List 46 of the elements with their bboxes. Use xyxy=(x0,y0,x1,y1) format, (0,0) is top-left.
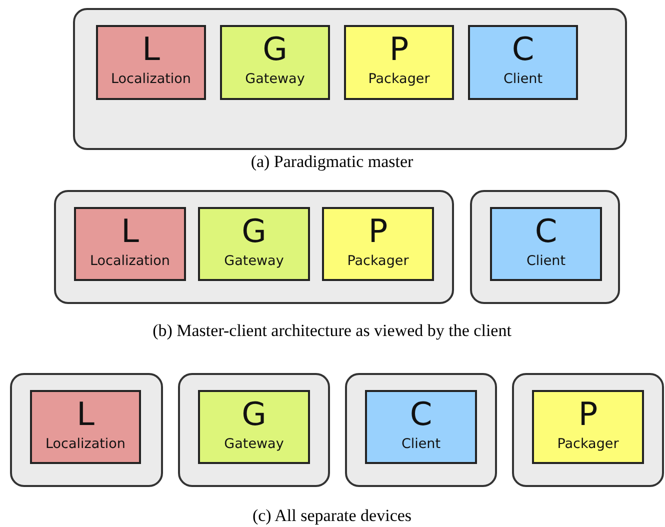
module-letter: G xyxy=(242,396,266,432)
module-box xyxy=(365,390,477,464)
module-name: Client xyxy=(526,253,566,269)
device-panel xyxy=(73,8,627,150)
module-box xyxy=(198,207,310,281)
module-letter: G xyxy=(242,213,266,249)
module-name: Gateway xyxy=(224,253,284,269)
module-letter: L xyxy=(76,396,94,432)
module-box xyxy=(322,207,434,281)
module-letter: P xyxy=(368,213,388,249)
figure-caption: (b) Master-client architecture as viewed by the client xyxy=(152,321,512,341)
module-box xyxy=(30,390,141,464)
module-name: Localization xyxy=(90,253,170,269)
module-box xyxy=(220,25,330,100)
device-panel xyxy=(54,190,454,304)
module-letter: C xyxy=(534,213,558,249)
figure-caption: (a) Paradigmatic master xyxy=(250,152,414,172)
module-name: Packager xyxy=(347,253,409,269)
module-name: Gateway xyxy=(245,71,305,87)
device-panel xyxy=(470,190,620,304)
module-box xyxy=(344,25,454,100)
module-name: Client xyxy=(503,71,543,87)
module-letter: G xyxy=(262,31,288,67)
module-box xyxy=(96,25,206,100)
device-panel xyxy=(178,373,330,487)
module-letter: L xyxy=(121,213,139,249)
module-box xyxy=(468,25,578,100)
module-name: Gateway xyxy=(224,436,284,452)
module-box xyxy=(490,207,602,281)
figure-caption: (c) All separate devices xyxy=(252,506,412,526)
module-letter: L xyxy=(142,31,160,67)
module-name: Client xyxy=(401,436,441,452)
module-name: Localization xyxy=(46,436,126,452)
module-name: Localization xyxy=(111,71,191,87)
module-box xyxy=(198,390,310,464)
device-panel xyxy=(512,373,664,487)
module-name: Packager xyxy=(557,436,619,452)
module-letter: C xyxy=(512,31,534,67)
module-letter: P xyxy=(578,396,598,432)
device-panel xyxy=(10,373,163,487)
module-box xyxy=(74,207,186,281)
module-box xyxy=(532,390,644,464)
module-name: Packager xyxy=(368,71,430,87)
module-letter: C xyxy=(410,396,432,432)
device-panel xyxy=(345,373,497,487)
module-letter: P xyxy=(389,31,409,67)
